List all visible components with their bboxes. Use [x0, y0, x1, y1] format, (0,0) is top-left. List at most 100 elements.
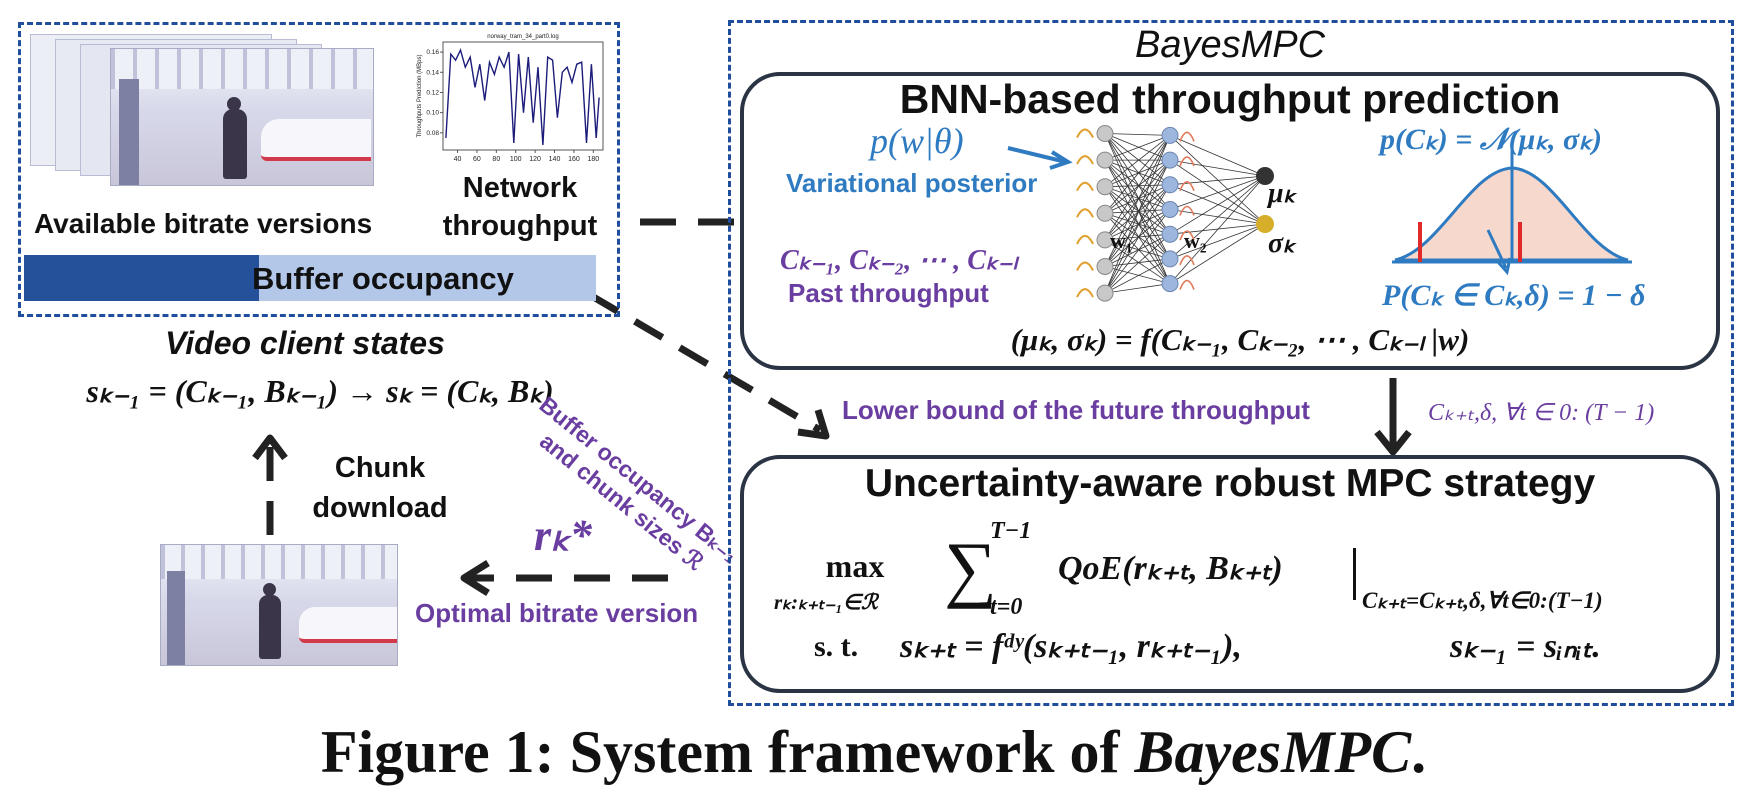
plot-title: norway_tram_34_part0.log: [487, 34, 558, 40]
nn-edge: [1104, 258, 1171, 294]
nn-weight-distribution: [1179, 255, 1195, 266]
mpc-dynamics: sₖ₊ₜ = fᵈʸ(sₖ₊ₜ₋₁, rₖ₊ₜ₋₁),: [900, 628, 1242, 665]
f-formula: (μₖ, σₖ) = f(Cₖ₋₁, Cₖ₋₂, ⋯ , Cₖ₋ₗ |w): [1010, 322, 1470, 357]
nn-hidden-node: [1161, 201, 1179, 218]
mpc-max-subscript: rₖ:ₖ₊ₜ₋₁∈ℛ: [774, 590, 878, 614]
variational-posterior-label: Variational posterior: [786, 168, 1038, 198]
nn-edge: [1104, 159, 1171, 235]
nn-edge: [1104, 135, 1171, 161]
nn-input-node: [1096, 125, 1114, 142]
nn-edge: [1169, 135, 1266, 177]
buffer-occupancy-label: Buffer occupancy: [252, 261, 514, 296]
nn-edge: [1104, 209, 1171, 294]
subject-to: s. t.: [814, 630, 859, 663]
nn-hidden-node: [1161, 151, 1179, 169]
nn-edge: [1104, 186, 1171, 210]
nn-edge: [1104, 159, 1171, 214]
nn-edge: [1104, 213, 1171, 284]
nn-edge: [1104, 135, 1171, 214]
nn-input-node: [1096, 151, 1114, 169]
nn-edge: [1169, 184, 1266, 225]
probability-formula: P(Cₖ ∈ Cₖ,δ) = 1 − δ: [1382, 279, 1646, 312]
nn-output-sigma-node: [1256, 215, 1274, 233]
network-label: Network throughput: [442, 172, 598, 242]
nn-edge: [1104, 239, 1171, 260]
nn-edge: [1104, 266, 1171, 284]
lower-bound-label: Lower bound of the future throughput: [842, 395, 1310, 425]
nn-edge: [1104, 239, 1171, 284]
plot-ytick-label: 0.14: [426, 69, 439, 76]
nn-edge: [1169, 175, 1266, 260]
sigma-label: σₖ: [1268, 228, 1296, 259]
mu-label: μₖ: [1268, 178, 1296, 209]
nn-edge: [1104, 184, 1171, 188]
nn-hidden-node: [1161, 225, 1179, 243]
nn-edge: [1104, 135, 1171, 294]
arrowhead-buffer-to-mpc: [797, 408, 830, 440]
nn-edge: [1169, 175, 1266, 186]
nn-edge: [1104, 209, 1171, 241]
mpc-max: max: [825, 548, 885, 584]
nn-edge: [1104, 159, 1171, 188]
mpc-title: Uncertainty-aware robust MPC strategy: [864, 462, 1596, 505]
nn-edge: [1104, 159, 1171, 210]
nn-hidden-node: [1161, 250, 1179, 268]
nn-edge: [1104, 133, 1171, 186]
nn-edge: [1169, 223, 1266, 260]
nn-edge: [1104, 233, 1171, 241]
bnn-title: BNN-based throughput prediction: [899, 76, 1561, 122]
nn-edge: [1104, 184, 1171, 241]
neural-network: [1075, 120, 1305, 305]
client-box: [18, 22, 620, 317]
nn-edge: [1169, 159, 1266, 225]
nn-edge: [1104, 233, 1171, 294]
nn-edge: [1104, 133, 1171, 284]
nn-input-node: [1096, 284, 1114, 302]
nn-edge: [1104, 133, 1171, 161]
nn-edge: [1104, 159, 1171, 260]
normal-formula: p(Cₖ) = 𝒩(μₖ, σₖ): [1380, 123, 1602, 156]
nn-edge: [1104, 135, 1171, 188]
nn-edge: [1104, 159, 1171, 241]
plot-xtick-label: 180: [587, 156, 599, 163]
posterior-formula: p(w|θ): [870, 121, 964, 161]
bayesmpc-title: BayesMPC: [1134, 24, 1326, 66]
nn-input-node: [1096, 204, 1114, 222]
optimal-bitrate-label: Optimal bitrate version: [415, 598, 699, 628]
sum-symbol: ∑: [944, 528, 997, 610]
nn-input-distribution: [1076, 128, 1094, 138]
mpc-initial-state: sₖ₋₁ = sᵢₙᵢₜ.: [1450, 628, 1601, 665]
nn-edge: [1104, 283, 1171, 294]
plot-xtick-label: 60: [473, 156, 481, 163]
plot-ytick-label: 0.10: [426, 110, 439, 117]
plot-ytick-label: 0.08: [426, 130, 439, 137]
nn-edge: [1104, 133, 1171, 210]
nn-edge: [1104, 212, 1171, 260]
nn-edge: [1104, 186, 1171, 284]
plot-frame: [442, 41, 604, 151]
available-bitrate-label: Available bitrate versions: [34, 208, 373, 239]
nn-edge: [1104, 258, 1171, 267]
arrow-buffer-to-mpc: [588, 291, 822, 434]
plot-ytick-label: 0.12: [426, 89, 439, 96]
nn-edge: [1169, 175, 1266, 284]
nn-input-distribution: [1076, 234, 1094, 245]
nn-edge: [1104, 184, 1171, 267]
past-throughput-label: Past throughput: [788, 278, 989, 308]
bayesmpc-box: [728, 20, 1734, 706]
nn-weight-distribution: [1179, 230, 1195, 241]
arrowhead-bnn-to-mpc: [1374, 429, 1412, 456]
nn-edge: [1104, 209, 1171, 267]
plot-xtick-label: 40: [454, 156, 462, 163]
w2-label: w₂: [1184, 228, 1207, 253]
buffer-fill: [24, 255, 259, 301]
nn-edge: [1104, 159, 1171, 294]
nn-input-node: [1096, 231, 1114, 249]
nn-input-distribution: [1076, 261, 1094, 271]
nn-edge: [1104, 212, 1171, 235]
nn-weight-distribution: [1179, 156, 1195, 167]
plot-xtick-label: 100: [510, 156, 522, 163]
plot-xtick-label: 140: [549, 156, 561, 163]
